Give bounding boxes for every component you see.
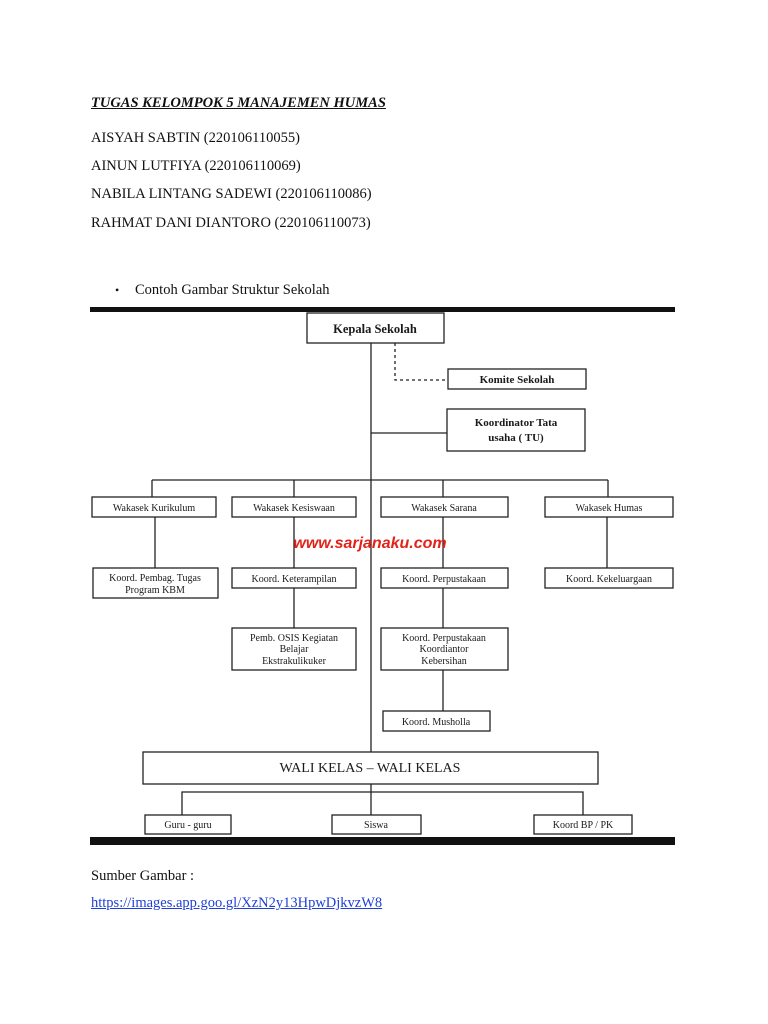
- guru-box: Guru - guru: [144, 814, 232, 835]
- member-1: AISYAH SABTIN (220106110055): [91, 130, 300, 146]
- wakasek-humas-label: Wakasek Humas: [576, 503, 643, 514]
- wakasek-sarana-label: Wakasek Sarana: [411, 503, 477, 514]
- connector-lines: [151, 343, 609, 815]
- koord-keterampilan-box: Koord. Keterampilan: [231, 567, 357, 589]
- wakasek-kurikulum-label: Wakasek Kurikulum: [113, 503, 195, 514]
- komite-sekolah-box: Komite Sekolah: [447, 368, 587, 390]
- koord-perpus-kebersihan-label-2: Koordiantor: [420, 644, 470, 655]
- koord-perpus-kebersihan-box: Koord. Perpustakaan Koordiantor Kebersih…: [380, 627, 509, 671]
- bullet-point: •: [115, 283, 120, 297]
- koord-perpustakaan-label: Koord. Perpustakaan: [402, 574, 486, 585]
- top-rule: [90, 307, 675, 312]
- koord-musholla-label: Koord. Musholla: [402, 717, 471, 728]
- koord-pembag-box: Koord. Pembag. Tugas Program KBM: [92, 567, 219, 599]
- member-4: RAHMAT DANI DIANTORO (220106110073): [91, 215, 371, 231]
- wakasek-kurikulum-box: Wakasek Kurikulum: [91, 496, 217, 518]
- koord-musholla-box: Koord. Musholla: [382, 710, 491, 732]
- wakasek-kesiswaan-box: Wakasek Kesiswaan: [231, 496, 357, 518]
- wali-kelas-box: WALI KELAS – WALI KELAS: [142, 751, 599, 785]
- bullet-text: Contoh Gambar Struktur Sekolah: [135, 282, 330, 298]
- koord-perpus-kebersihan-label-3: Kebersihan: [421, 656, 467, 667]
- koord-pembag-label-2: Program KBM: [125, 585, 185, 596]
- watermark-text: www.sarjanaku.com: [293, 535, 446, 552]
- bottom-rule: [90, 837, 675, 845]
- koord-perpustakaan-box: Koord. Perpustakaan: [380, 567, 509, 589]
- document-title: TUGAS KELOMPOK 5 MANAJEMEN HUMAS: [91, 95, 386, 111]
- pemb-osis-label-1: Pemb. OSIS Kegiatan: [250, 633, 338, 644]
- pemb-osis-label-3: Ekstrakulikuker: [262, 656, 327, 667]
- koordinator-tu-label-2: usaha ( TU): [488, 432, 544, 444]
- koord-kekeluargaan-label: Koord. Kekeluargaan: [566, 574, 652, 585]
- wakasek-sarana-box: Wakasek Sarana: [380, 496, 509, 518]
- pemb-osis-label-2: Belajar: [280, 644, 310, 655]
- siswa-label: Siswa: [364, 820, 388, 831]
- koordinator-tu-box: Koordinator Tata usaha ( TU): [446, 408, 586, 452]
- guru-label: Guru - guru: [164, 820, 211, 831]
- koord-keterampilan-label: Koord. Keterampilan: [252, 574, 337, 585]
- source-label: Sumber Gambar :: [91, 868, 195, 884]
- kepala-sekolah-label: Kepala Sekolah: [333, 322, 417, 336]
- komite-sekolah-label: Komite Sekolah: [480, 374, 555, 386]
- pemb-osis-box: Pemb. OSIS Kegiatan Belajar Ekstrakuliku…: [231, 627, 357, 671]
- member-2: AINUN LUTFIYA (220106110069): [91, 158, 301, 174]
- koord-perpus-kebersihan-label-1: Koord. Perpustakaan: [402, 633, 486, 644]
- koord-bp-box: Koord BP / PK: [533, 814, 633, 835]
- koord-pembag-label-1: Koord. Pembag. Tugas: [109, 573, 201, 584]
- wakasek-kesiswaan-label: Wakasek Kesiswaan: [253, 503, 335, 514]
- siswa-box: Siswa: [331, 814, 422, 835]
- koordinator-tu-label-1: Koordinator Tata: [475, 417, 558, 429]
- member-3: NABILA LINTANG SADEWI (220106110086): [91, 186, 372, 202]
- kepala-sekolah-box: Kepala Sekolah: [306, 312, 445, 344]
- wakasek-humas-box: Wakasek Humas: [544, 496, 674, 518]
- koord-bp-label: Koord BP / PK: [553, 820, 614, 831]
- source-link[interactable]: https://images.app.goo.gl/XzN2y13HpwDjkv…: [91, 895, 383, 911]
- koord-kekeluargaan-box: Koord. Kekeluargaan: [544, 567, 674, 589]
- wali-kelas-label: WALI KELAS – WALI KELAS: [280, 761, 461, 776]
